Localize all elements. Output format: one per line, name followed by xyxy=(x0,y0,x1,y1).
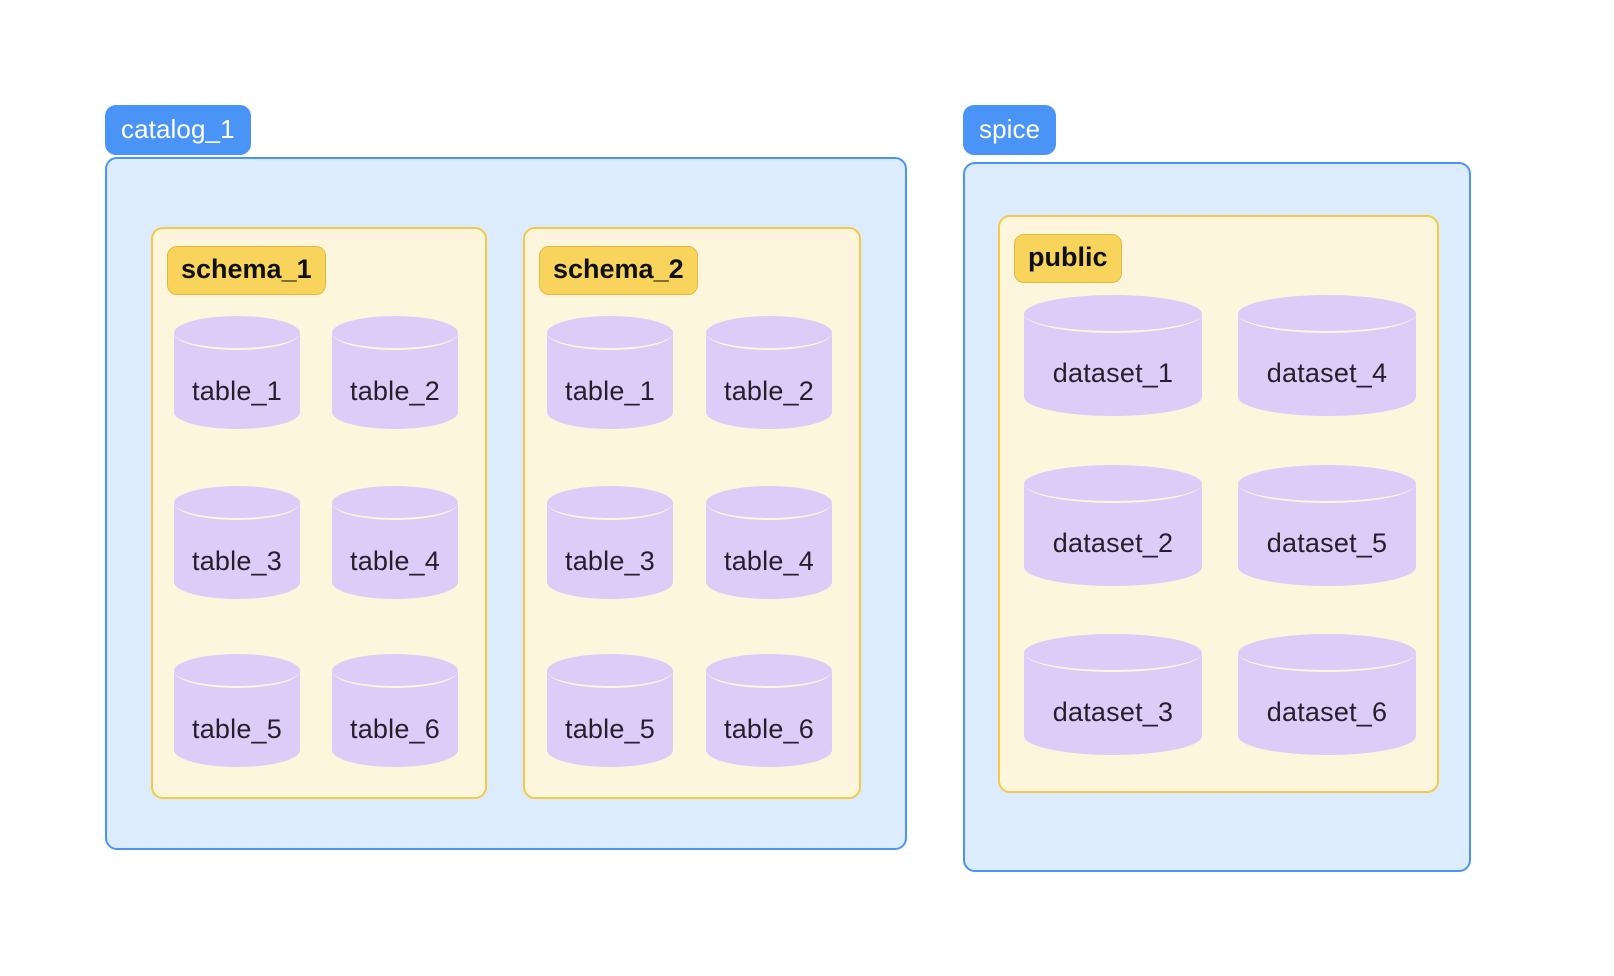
cylinder-top-ellipse xyxy=(332,654,458,688)
dataset-cylinder[interactable]: dataset_1 xyxy=(1024,295,1202,416)
catalog-box-catalog-1: schema_1 table_1 table_2 xyxy=(105,157,907,850)
table-cylinder[interactable]: table_2 xyxy=(332,316,458,429)
cylinder-bottom-ellipse xyxy=(547,565,673,599)
cylinder-top-ellipse xyxy=(1024,295,1202,333)
schema-label-schema-2[interactable]: schema_2 xyxy=(539,246,698,295)
cylinder-label: table_1 xyxy=(565,376,655,406)
table-cylinder[interactable]: table_6 xyxy=(332,654,458,767)
dataset-cylinder[interactable]: dataset_6 xyxy=(1238,634,1416,755)
cylinder-bottom-ellipse xyxy=(174,395,300,429)
cylinder-top-ellipse xyxy=(1238,295,1416,333)
cylinder-top-ellipse xyxy=(547,316,673,350)
cylinder-bottom-ellipse xyxy=(547,733,673,767)
cylinder-label: table_3 xyxy=(192,546,282,576)
dataset-cylinder[interactable]: dataset_2 xyxy=(1024,465,1202,586)
cylinder-label: dataset_6 xyxy=(1266,697,1388,727)
dataset-cylinder[interactable]: dataset_3 xyxy=(1024,634,1202,755)
table-cylinder[interactable]: table_6 xyxy=(706,654,832,767)
cylinder-bottom-ellipse xyxy=(332,565,458,599)
table-cylinder[interactable]: table_2 xyxy=(706,316,832,429)
cylinder-top-ellipse xyxy=(1024,465,1202,503)
schema-box-schema-1: schema_1 table_1 table_2 xyxy=(151,227,487,799)
cylinder-label: table_3 xyxy=(565,546,655,576)
cylinder-top-ellipse xyxy=(1238,465,1416,503)
table-cylinder[interactable]: table_3 xyxy=(174,486,300,599)
catalog-label-catalog-1[interactable]: catalog_1 xyxy=(105,105,251,155)
catalog-box-spice: public dataset_1 dataset_4 xyxy=(963,162,1471,872)
cylinder-bottom-ellipse xyxy=(1238,548,1416,586)
cylinder-bottom-ellipse xyxy=(706,395,832,429)
cylinder-top-ellipse xyxy=(706,316,832,350)
cylinder-bottom-ellipse xyxy=(547,395,673,429)
cylinder-bottom-ellipse xyxy=(332,395,458,429)
table-cylinder[interactable]: table_1 xyxy=(547,316,673,429)
cylinder-label: dataset_2 xyxy=(1052,528,1174,558)
table-cylinder[interactable]: table_4 xyxy=(706,486,832,599)
table-cylinder[interactable]: table_5 xyxy=(547,654,673,767)
table-cylinder[interactable]: table_4 xyxy=(332,486,458,599)
table-cylinder[interactable]: table_5 xyxy=(174,654,300,767)
cylinder-top-ellipse xyxy=(332,486,458,520)
cylinder-label: table_2 xyxy=(350,376,440,406)
cylinder-top-ellipse xyxy=(174,486,300,520)
cylinder-bottom-ellipse xyxy=(1024,717,1202,755)
cylinder-top-ellipse xyxy=(1238,634,1416,672)
cylinder-label: table_2 xyxy=(724,376,814,406)
cylinder-label: table_1 xyxy=(192,376,282,406)
cylinder-top-ellipse xyxy=(547,654,673,688)
schema-label-schema-1[interactable]: schema_1 xyxy=(167,246,326,295)
table-cylinder[interactable]: table_3 xyxy=(547,486,673,599)
cylinder-top-ellipse xyxy=(706,654,832,688)
cylinder-top-ellipse xyxy=(174,654,300,688)
cylinder-label: dataset_4 xyxy=(1266,358,1388,388)
schema-label-public[interactable]: public xyxy=(1014,234,1122,283)
cylinder-top-ellipse xyxy=(332,316,458,350)
schema-box-public: public dataset_1 dataset_4 xyxy=(998,215,1439,793)
cylinder-bottom-ellipse xyxy=(1024,378,1202,416)
cylinder-label: table_6 xyxy=(724,714,814,744)
cylinder-top-ellipse xyxy=(706,486,832,520)
cylinder-top-ellipse xyxy=(174,316,300,350)
cylinder-label: table_5 xyxy=(192,714,282,744)
cylinder-bottom-ellipse xyxy=(1024,548,1202,586)
table-cylinder[interactable]: table_1 xyxy=(174,316,300,429)
cylinder-label: dataset_1 xyxy=(1052,358,1174,388)
dataset-cylinder[interactable]: dataset_4 xyxy=(1238,295,1416,416)
cylinder-bottom-ellipse xyxy=(706,733,832,767)
cylinder-bottom-ellipse xyxy=(174,565,300,599)
catalog-group-spice: spice public dataset_1 dataset_4 xyxy=(963,105,1471,872)
dataset-cylinder[interactable]: dataset_5 xyxy=(1238,465,1416,586)
cylinder-label: dataset_3 xyxy=(1052,697,1174,727)
cylinder-bottom-ellipse xyxy=(1238,378,1416,416)
catalog-group-catalog-1: catalog_1 schema_1 table_1 table_2 xyxy=(105,105,907,850)
catalog-label-spice[interactable]: spice xyxy=(963,105,1057,155)
cylinder-label: table_5 xyxy=(565,714,655,744)
cylinder-top-ellipse xyxy=(547,486,673,520)
cylinder-label: table_4 xyxy=(350,546,440,576)
cylinder-bottom-ellipse xyxy=(174,733,300,767)
cylinder-label: table_6 xyxy=(350,714,440,744)
cylinder-bottom-ellipse xyxy=(706,565,832,599)
cylinder-label: table_4 xyxy=(724,546,814,576)
schema-box-schema-2: schema_2 table_1 table_2 xyxy=(523,227,861,799)
cylinder-label: dataset_5 xyxy=(1266,528,1388,558)
cylinder-bottom-ellipse xyxy=(1238,717,1416,755)
cylinder-bottom-ellipse xyxy=(332,733,458,767)
cylinder-top-ellipse xyxy=(1024,634,1202,672)
